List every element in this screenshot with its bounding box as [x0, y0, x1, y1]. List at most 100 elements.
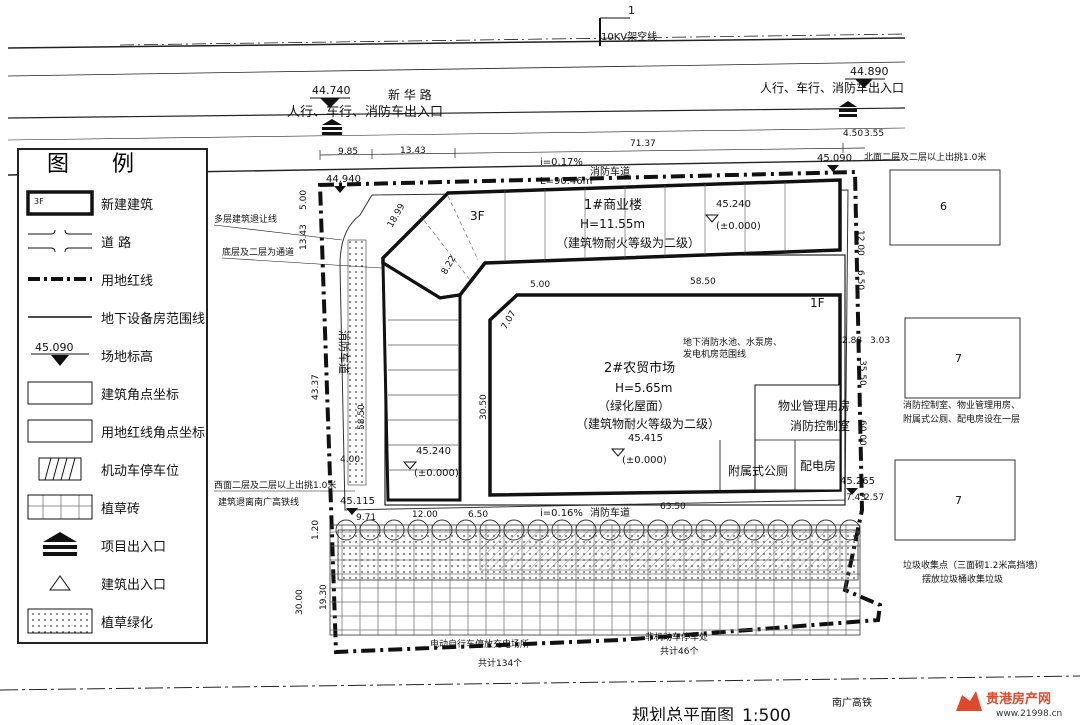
note-garbage-2: 摆放垃圾桶收集垃圾	[922, 573, 1003, 585]
tree-symbol	[623, 519, 645, 541]
building-2-fire-rating: （建筑物耐火等级为二级）	[576, 416, 720, 431]
building-corner-symbol	[27, 381, 93, 405]
tree-symbol	[791, 519, 813, 541]
dim-s-1: 6.50	[468, 510, 488, 520]
slope-north-length: L=90.46m	[540, 176, 592, 187]
top-dimension-line	[319, 143, 866, 160]
legend-label-building-corner: 建筑角点坐标	[101, 388, 180, 403]
note-west-overhang: 西面二层及二层以上出挑1.0米	[214, 479, 336, 491]
dim-s-7: 2.57	[864, 493, 884, 503]
legend-label-redline-corner: 用地红线角点坐标	[101, 426, 206, 441]
building-2-market: 1F 2#农贸市场 H=5.65m （绿化屋面） （建筑物耐火等级为二级） 物业…	[488, 293, 850, 497]
legend-title: 图 例	[47, 152, 152, 177]
elev-3: 45.240	[716, 199, 751, 210]
tree-symbol	[647, 519, 669, 541]
new-building-symbol: 3F	[26, 190, 94, 216]
building-2-height: H=5.65m	[615, 381, 673, 395]
rail-name: 南广高铁	[832, 696, 872, 709]
note-ground-passage: 底层及二层为通道	[222, 246, 294, 258]
tree-symbol	[767, 519, 789, 541]
watermark: 贵港房产网 www.21998.cn	[952, 681, 1080, 721]
grass-brick-symbol	[27, 494, 93, 520]
note-ebike: 电动自行车停放充电场所	[430, 638, 529, 650]
setback-line	[339, 189, 849, 511]
legend-label-greenery: 植草绿化	[101, 616, 154, 631]
legend-label-redline: 用地红线	[101, 274, 154, 289]
redline-symbol	[28, 277, 92, 281]
legend-label-project-entrance: 项目出入口	[101, 540, 167, 555]
building-2-name: 2#农贸市场	[604, 360, 675, 376]
dim-e-6: 60.00	[857, 420, 867, 446]
west-wing-parking	[381, 260, 462, 502]
legend-row-parking: 机动车停车位	[19, 452, 206, 488]
elev-1: 44.940	[326, 174, 361, 185]
dim-in-3: 30.50	[479, 394, 489, 420]
legend-row-building-corner: 建筑角点坐标	[19, 376, 206, 412]
elevation-symbol-text: 45.090	[35, 341, 74, 354]
note-underground-2: 发电机房范围线	[683, 348, 746, 360]
dim-s-5: 4.00	[340, 455, 360, 465]
fire-road-north: 消防车道	[590, 165, 630, 178]
tree-symbol	[455, 519, 477, 541]
legend-row-project-entrance: 项目出入口	[19, 528, 206, 564]
greenery-symbol	[27, 608, 93, 634]
dim-w-4: 58.50	[357, 404, 367, 430]
building-1-commercial: 3F 1#商业楼 H=11.55m （建筑物耐火等级为二级）	[381, 178, 842, 300]
elevation-symbol: 45.090	[31, 341, 89, 366]
building-1-fire-rating: （建筑物耐火等级为二级）	[556, 235, 700, 250]
legend-row-greenery: 植草绿化	[19, 604, 206, 640]
fire-road-west: 消防车道	[337, 330, 351, 374]
note-rooms-1: 消防控制室、物业管理用房、	[903, 399, 1020, 411]
note-rail-setback: 建筑退离南广高铁线	[218, 496, 299, 508]
elephant-logo-icon	[956, 691, 982, 711]
redline-corner-symbol	[27, 419, 93, 443]
dim-w-3: 43.37	[311, 374, 321, 400]
dim-top-5: 3.55	[864, 129, 884, 139]
dim-s-2: 63.50	[660, 502, 686, 512]
tree-symbol	[431, 519, 453, 541]
elev-7: 45.265	[840, 476, 875, 487]
dim-diag-1: 18.99	[386, 202, 408, 230]
legend-row-redline-corner: 用地红线角点坐标	[19, 414, 206, 450]
note-rooms-2: 附属式公厕、配电房设在一层	[903, 413, 1020, 425]
dim-s-9: 19.30	[319, 584, 329, 610]
elev-4: 45.240	[416, 446, 451, 457]
annotation-notes: 多层建筑退让线 底层及二层为通道 地下消防水池、水泵房、 发电机房范围线 西面二…	[213, 151, 1043, 669]
legend-row-redline: 用地红线	[19, 262, 206, 298]
tree-symbol	[719, 519, 741, 541]
watermark-url: www.21998.cn	[996, 709, 1062, 719]
slope-north: i=0.17%	[540, 157, 583, 168]
legend-row-road: 道 路	[19, 224, 206, 260]
dim-top-2: 13.43	[400, 146, 426, 156]
entrance-label-right: 人行、车行、消防车出入口	[760, 80, 904, 95]
entrance-label-left: 人行、车行、消防车出入口	[287, 104, 443, 120]
tree-symbol	[551, 519, 573, 541]
legend-row-new-building: 3F 新建建筑	[19, 186, 206, 222]
building-1-name: 1#商业楼	[584, 198, 642, 213]
legend-row-elevation: 45.090 场地标高	[19, 338, 206, 374]
legend-label-elevation: 场地标高	[101, 350, 154, 365]
tree-symbol	[671, 519, 693, 541]
drawing-title: 规划总平面图	[632, 706, 734, 721]
elevation-markers: 44.940 45.090 45.240(±0.000) 45.240(±0.0…	[326, 153, 875, 515]
road-symbol	[28, 229, 92, 253]
tree-symbol	[839, 519, 861, 541]
property-room-label: 物业管理用房	[778, 398, 850, 413]
power-room-label: 配电房	[800, 458, 836, 473]
building-1-height: H=11.55m	[580, 217, 645, 231]
tree-symbol	[743, 519, 765, 541]
note-bike: 非机动车停车处	[645, 631, 708, 643]
tree-symbol	[335, 519, 357, 541]
fire-lane-west-strip	[347, 239, 367, 486]
legend-row-grass-brick: 植草砖	[19, 490, 206, 526]
note-underground-1: 地下消防水池、水泵房、	[683, 336, 782, 348]
dim-e-3: 2.88	[842, 336, 862, 346]
parking-symbol	[38, 457, 82, 481]
legend-label-parking: 机动车停车位	[101, 464, 180, 479]
pm-2: (±0.000)	[414, 468, 459, 479]
tree-row	[335, 519, 861, 541]
project-entrance-symbol	[43, 532, 77, 556]
drawing-scale: 1:500	[742, 706, 791, 721]
legend-row-underground: 地下设备房范围线	[19, 300, 206, 336]
